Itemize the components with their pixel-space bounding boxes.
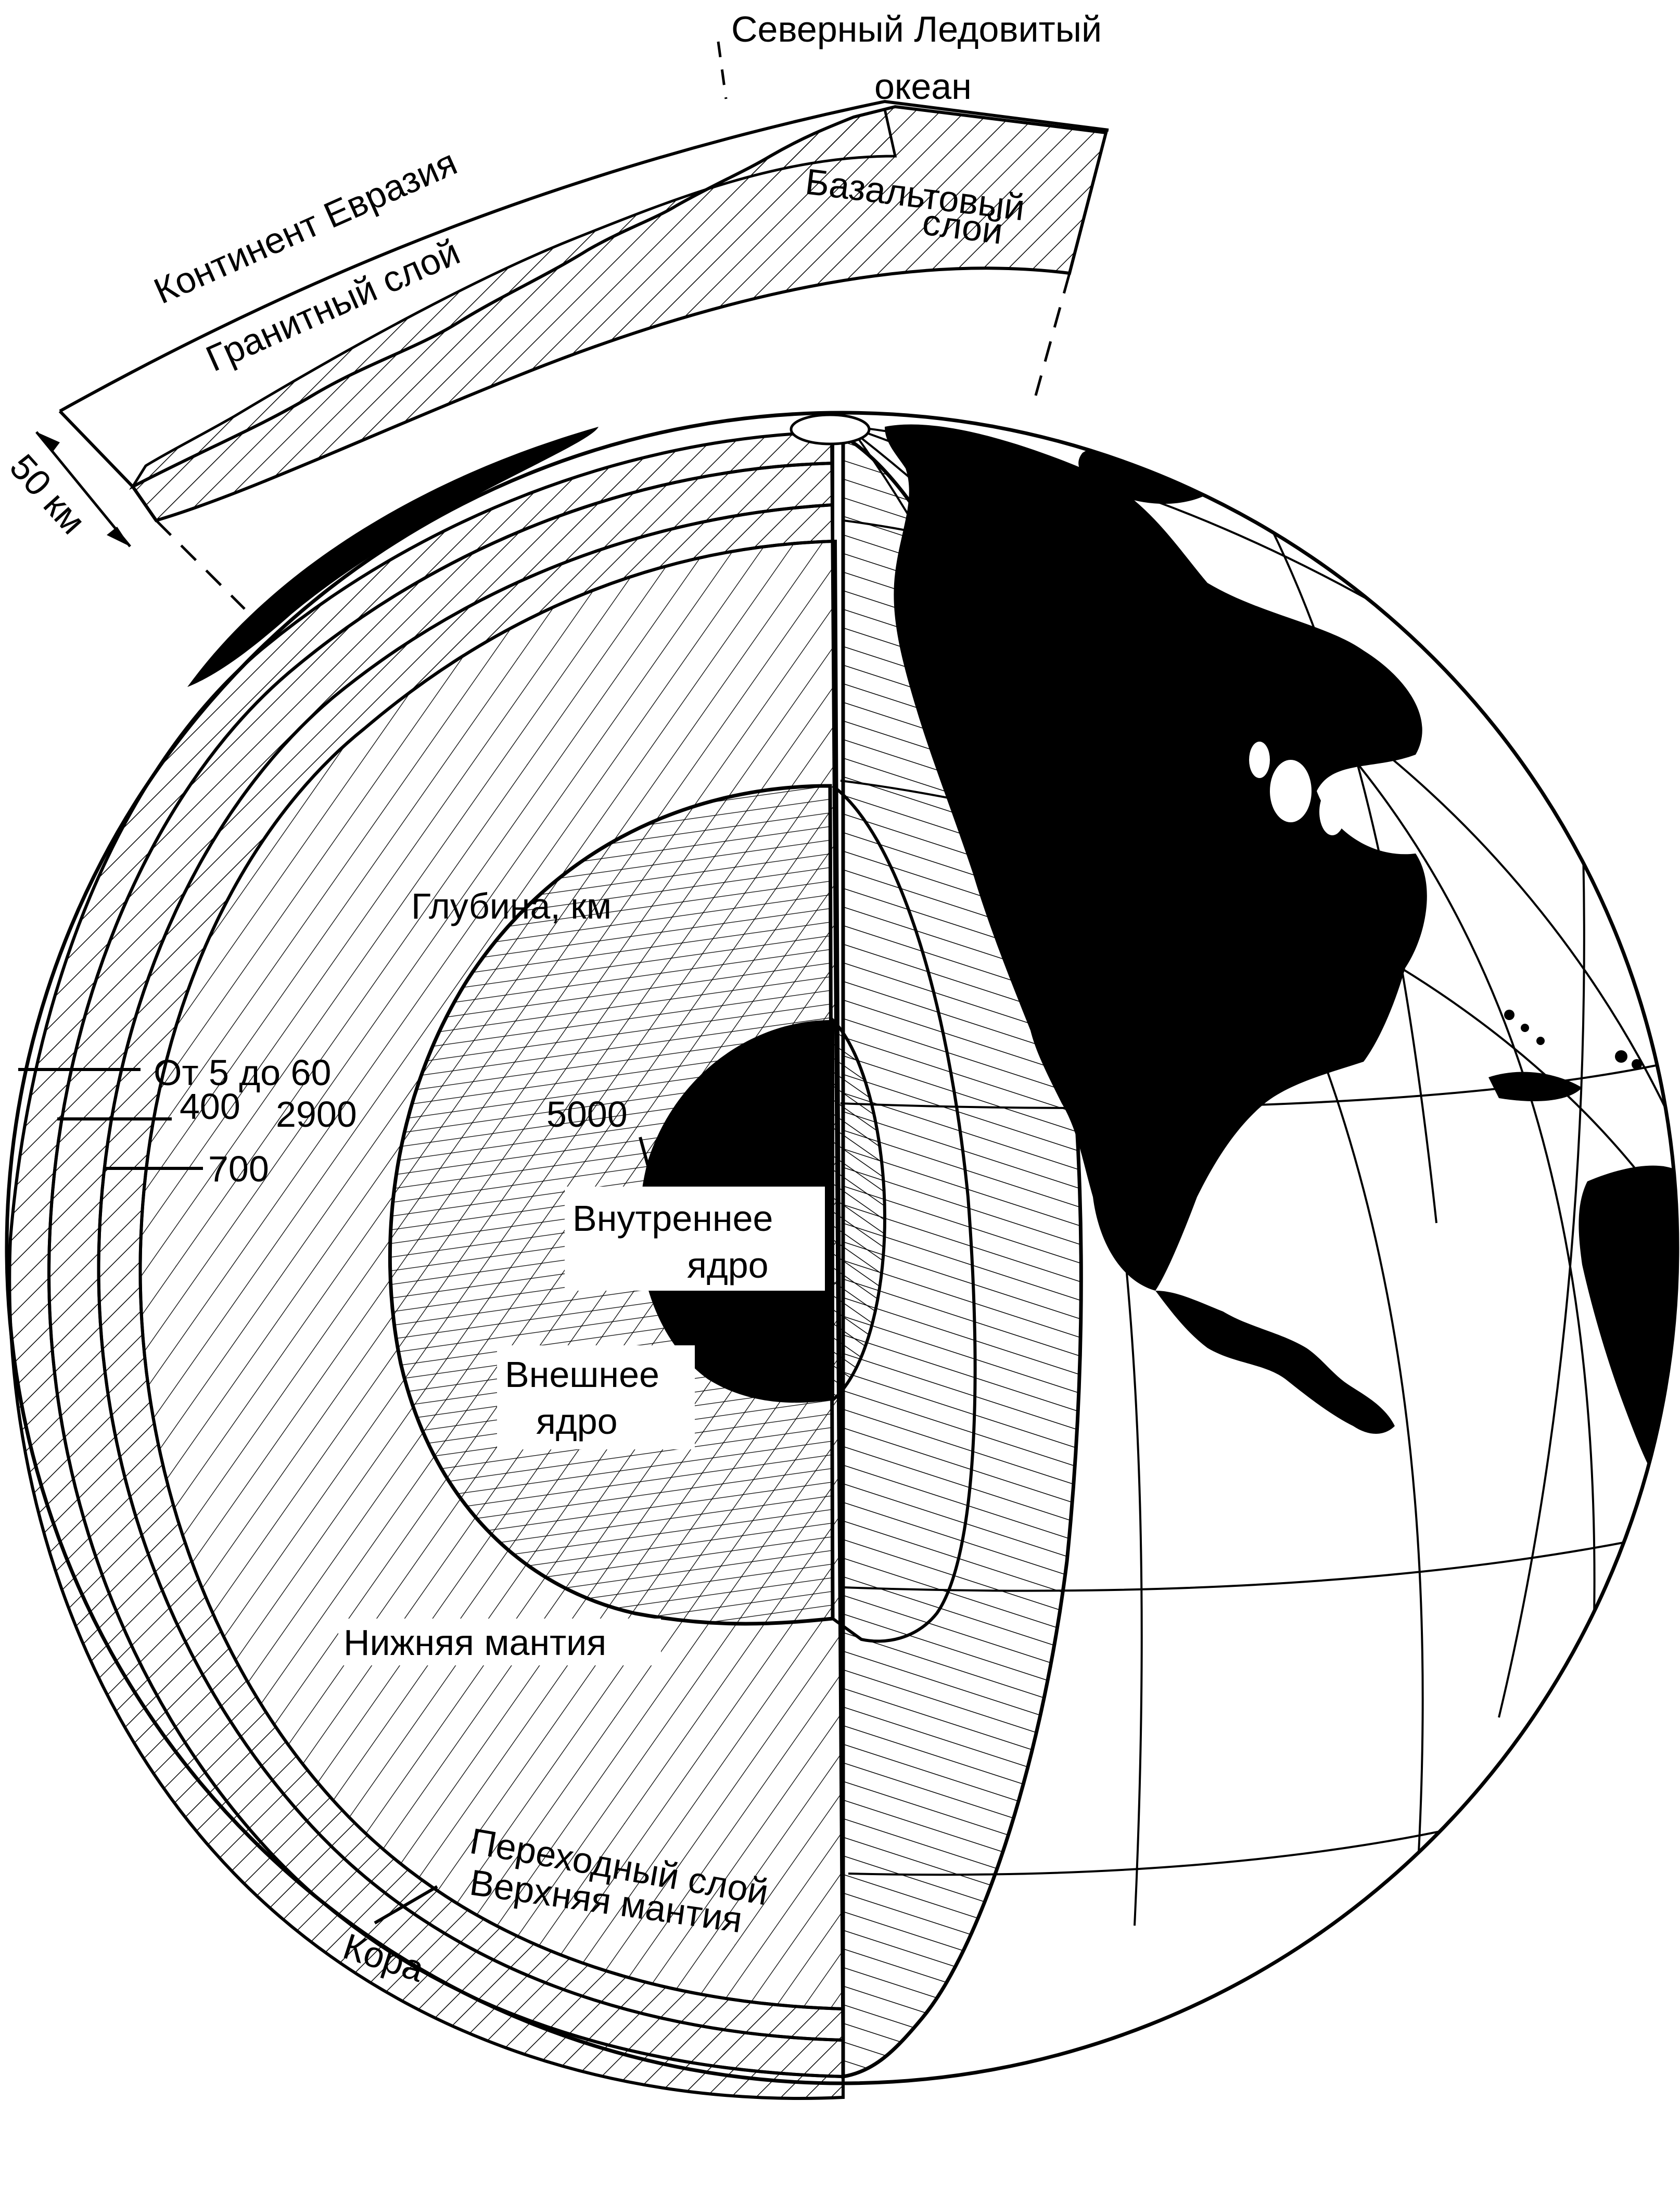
scale-arrow bbox=[35, 431, 131, 548]
arctic-island bbox=[734, 397, 765, 410]
ocean-label-line1: Северный Ледовитый bbox=[731, 9, 1102, 49]
crust-enlargement bbox=[35, 41, 1109, 610]
inner-core-label-line1: Внутреннее bbox=[572, 1198, 773, 1239]
central-america-landmass bbox=[1155, 1291, 1395, 1434]
outer-core-label-bg bbox=[497, 1345, 695, 1449]
crust-strip-surface bbox=[59, 99, 1109, 413]
north-america-landmass bbox=[885, 424, 1427, 1291]
depth-400-value: 400 bbox=[180, 1086, 240, 1127]
continents bbox=[671, 397, 1677, 1509]
inner-core-label-bg bbox=[565, 1187, 825, 1291]
ocean-label-line2: океан bbox=[874, 66, 972, 107]
caribbean-island bbox=[1504, 1010, 1514, 1020]
depth-5000-value: 5000 bbox=[546, 1094, 628, 1135]
lake bbox=[1270, 760, 1312, 822]
basalt-layer bbox=[130, 105, 1108, 523]
projection-line-right bbox=[1034, 273, 1071, 396]
cut-line bbox=[830, 431, 845, 2077]
outer-core-label-line1: Внешнее bbox=[505, 1354, 659, 1395]
caribbean-island bbox=[1632, 1059, 1642, 1069]
lake bbox=[1249, 742, 1270, 778]
cut-face-slice bbox=[834, 430, 1083, 2079]
caribbean-island bbox=[1536, 1037, 1545, 1045]
caribbean-island bbox=[1615, 1050, 1627, 1063]
cut-face-outer-core bbox=[832, 784, 977, 1643]
north-pole-cap bbox=[790, 413, 871, 445]
scale-label: 50 км bbox=[2, 447, 94, 542]
cuba-island bbox=[1488, 1072, 1582, 1101]
arctic-island bbox=[952, 538, 1004, 565]
eurasia-rim bbox=[187, 427, 599, 687]
depth-title: Глубина, км bbox=[411, 886, 612, 926]
depth-700-value: 700 bbox=[208, 1149, 269, 1189]
lakes bbox=[1249, 742, 1345, 835]
arctic-island bbox=[671, 413, 713, 424]
caribbean-island bbox=[1521, 1024, 1529, 1032]
lower-mantle-label: Нижняя мантия bbox=[343, 1622, 606, 1663]
south-america-landmass bbox=[1579, 1165, 1677, 1509]
depth-crust-value: От 5 до 60 bbox=[154, 1052, 331, 1093]
basalt-label-line2: слой bbox=[920, 201, 1005, 251]
depth-leaders bbox=[18, 1068, 650, 1925]
depth-2900-value: 2900 bbox=[276, 1094, 357, 1135]
projection-line-ocean bbox=[717, 41, 728, 99]
inner-core-label-line2: ядро bbox=[687, 1245, 769, 1285]
lake bbox=[1319, 788, 1345, 835]
granite-ticks bbox=[131, 486, 158, 521]
projection-line-left bbox=[155, 519, 246, 610]
lower-mantle-label-bg bbox=[338, 1619, 661, 1665]
cut-face-inner-core bbox=[831, 1016, 887, 1404]
arctic-island bbox=[989, 484, 1051, 515]
outer-core-label-line2: ядро bbox=[536, 1401, 618, 1442]
